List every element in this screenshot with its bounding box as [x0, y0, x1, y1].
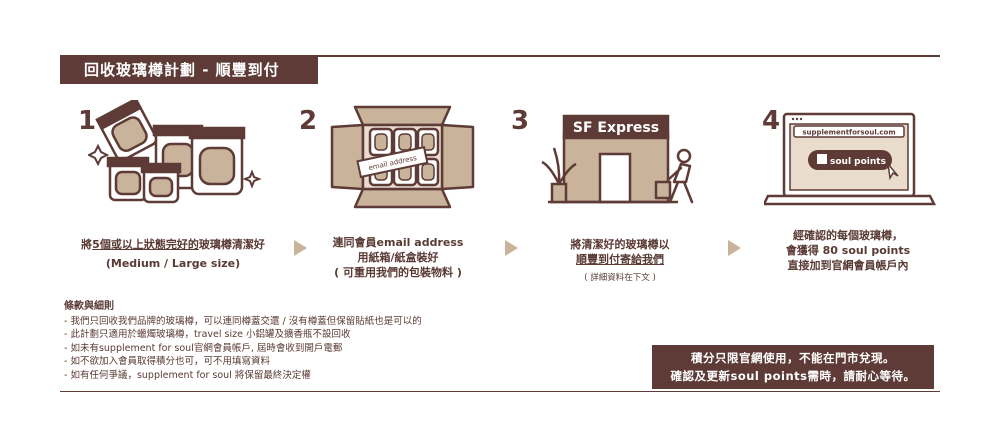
terms-heading: 條款與細則 [64, 301, 114, 312]
step-2-line2: 用紙箱/紙盒裝好 [357, 251, 439, 264]
step-2-line1: 連同會員email address [332, 236, 464, 249]
step-2-line3: ( 可重用我們的包裝物料 ) [334, 266, 462, 279]
laptop-url: supplementforsoul.com [802, 129, 895, 137]
laptop-soul-points: soul points [830, 157, 886, 167]
terms-item: - 我們只回收我們品牌的玻璃樽，可以連同樽蓋交還 / 沒有樽蓋但保留貼紙也是可以… [64, 315, 422, 327]
step-4-number: 4 [762, 106, 781, 136]
step-1-text-pre: 將 [81, 238, 93, 251]
step-1-description: 將5個或以上狀態完好的玻璃樽清潔好 (Medium / Large size) [68, 237, 278, 271]
terms-item: - 此計劃只適用於蠟燭玻璃樽，travel size 小鋁罐及擴香瓶不設回收 [64, 329, 351, 340]
step-2-description: 連同會員email address 用紙箱/紙盒裝好 ( 可重用我們的包裝物料 … [318, 235, 478, 280]
step-4-line2: 會獲得 80 soul points [785, 244, 911, 257]
step-1-text-post: 玻璃樽清潔好 [198, 238, 265, 251]
step-1-size: (Medium / Large size) [105, 257, 241, 270]
sf-store-illustration: SF Express [541, 114, 694, 204]
step-3-line2: 順豐到付寄給我們 [576, 253, 664, 266]
bottom-divider [60, 391, 940, 392]
cursor-icon [886, 161, 899, 181]
laptop-illustration: supplementforsoul.com soul points [764, 112, 937, 206]
points-notice: 積分只限官網使用，不能在門市兌現。 確認及更新soul points需時，請耐心… [652, 345, 934, 389]
step-3-line3: ( 詳細資料在下文 ) [584, 273, 656, 283]
terms-item: - 如未有supplement for soul官網會員帳戶, 屆時會收到開戶電… [64, 342, 343, 354]
terms-section: 條款與細則 - 我們只回收我們品牌的玻璃樽，可以連同樽蓋交還 / 沒有樽蓋但保留… [64, 300, 422, 382]
arrow-icon [505, 240, 518, 256]
page-title: 回收玻璃樽計劃 - 順豐到付 [60, 56, 318, 84]
top-divider [60, 55, 940, 57]
step-4-line1: 經確認的每個玻璃樽， [793, 229, 903, 242]
arrow-icon [728, 240, 741, 256]
gift-icon [817, 154, 827, 164]
terms-item: - 如有任何爭議，supplement for soul 將保留最終決定權 [64, 369, 311, 381]
step-3-number: 3 [511, 106, 530, 136]
step-4-line3: 直接加到官網會員帳戶內 [787, 259, 909, 272]
step-3-line1: 將清潔好的玻璃樽以 [570, 238, 670, 251]
notice-line2: 確認及更新soul points需時，請耐心等待。 [670, 369, 916, 383]
open-box-illustration: email address [330, 105, 475, 209]
step-2-number: 2 [299, 106, 318, 136]
store-sign: SF Express [573, 120, 659, 136]
notice-line1: 積分只限官網使用，不能在門市兌現。 [691, 351, 895, 365]
arrow-icon [294, 240, 307, 256]
step-3-description: 將清潔好的玻璃樽以 順豐到付寄給我們 ( 詳細資料在下文 ) [540, 237, 700, 286]
glass-jars-illustration [88, 100, 262, 204]
terms-item: - 如不欲加入會員取得積分也可，可不用填寫資料 [64, 356, 270, 367]
step-1-text-underline: 5個或以上狀態完好的 [92, 238, 199, 251]
step-4-description: 經確認的每個玻璃樽， 會獲得 80 soul points 直接加到官網會員帳戶… [768, 228, 928, 273]
step-1-number: 1 [78, 106, 97, 136]
